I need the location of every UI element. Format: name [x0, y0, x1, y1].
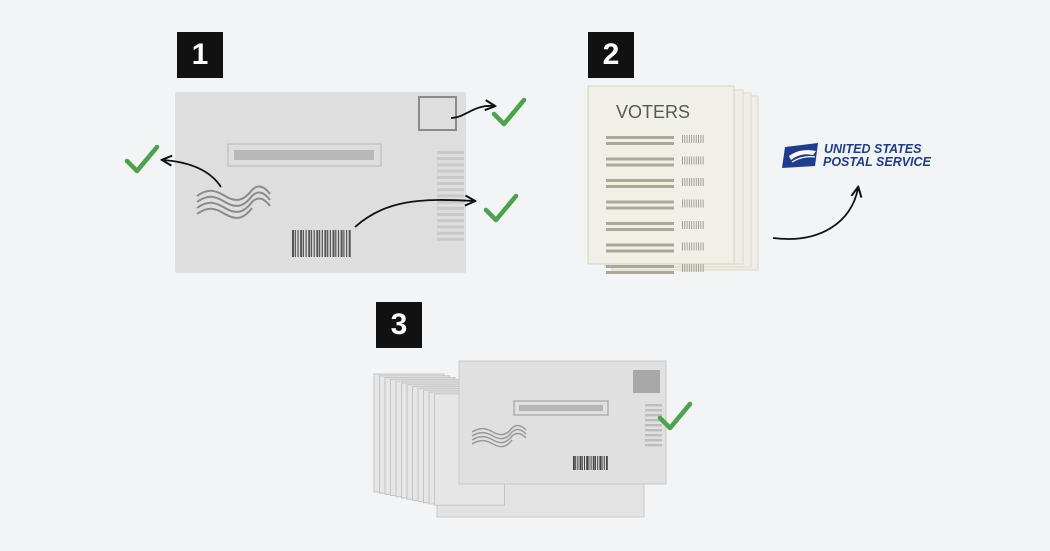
usps-line2: POSTAL SERVICE [823, 155, 932, 169]
voter-row [606, 199, 704, 210]
barcode [573, 456, 608, 470]
facing-marks [437, 151, 464, 241]
voter-row [606, 264, 704, 274]
voter-row [606, 156, 704, 167]
step-3-envelope-stack [373, 360, 690, 518]
arrow-stamp [450, 106, 494, 119]
check-barcode-icon [486, 196, 516, 220]
voter-row [606, 178, 704, 188]
arrow-barcode [354, 200, 474, 228]
voter-row [606, 242, 704, 253]
step-2-voter-list: VOTERS [587, 85, 858, 274]
step-2-badge: 2 [588, 32, 634, 78]
voter-row [606, 135, 704, 145]
voter-list-title: VOTERS [616, 102, 690, 122]
eagle-icon [782, 143, 818, 168]
voter-row [606, 221, 704, 231]
check-stamp-icon [494, 100, 524, 124]
stamp-box [418, 96, 457, 131]
arrow-postmark [163, 160, 222, 188]
facing-marks [645, 404, 662, 447]
step-1-envelope [127, 92, 524, 273]
postmark-waves [471, 424, 527, 448]
arrow-to-usps [772, 188, 858, 240]
step-3-badge: 3 [376, 302, 422, 348]
check-postmark-icon [127, 147, 157, 171]
barcode [292, 230, 351, 257]
step-1-badge: 1 [177, 32, 223, 78]
voter-rows [606, 135, 704, 274]
stamp [633, 370, 660, 393]
usps-line1: UNITED STATES [824, 142, 922, 156]
postmark-waves [196, 185, 271, 219]
usps-logo: UNITED STATES POSTAL SERVICE [782, 142, 932, 169]
